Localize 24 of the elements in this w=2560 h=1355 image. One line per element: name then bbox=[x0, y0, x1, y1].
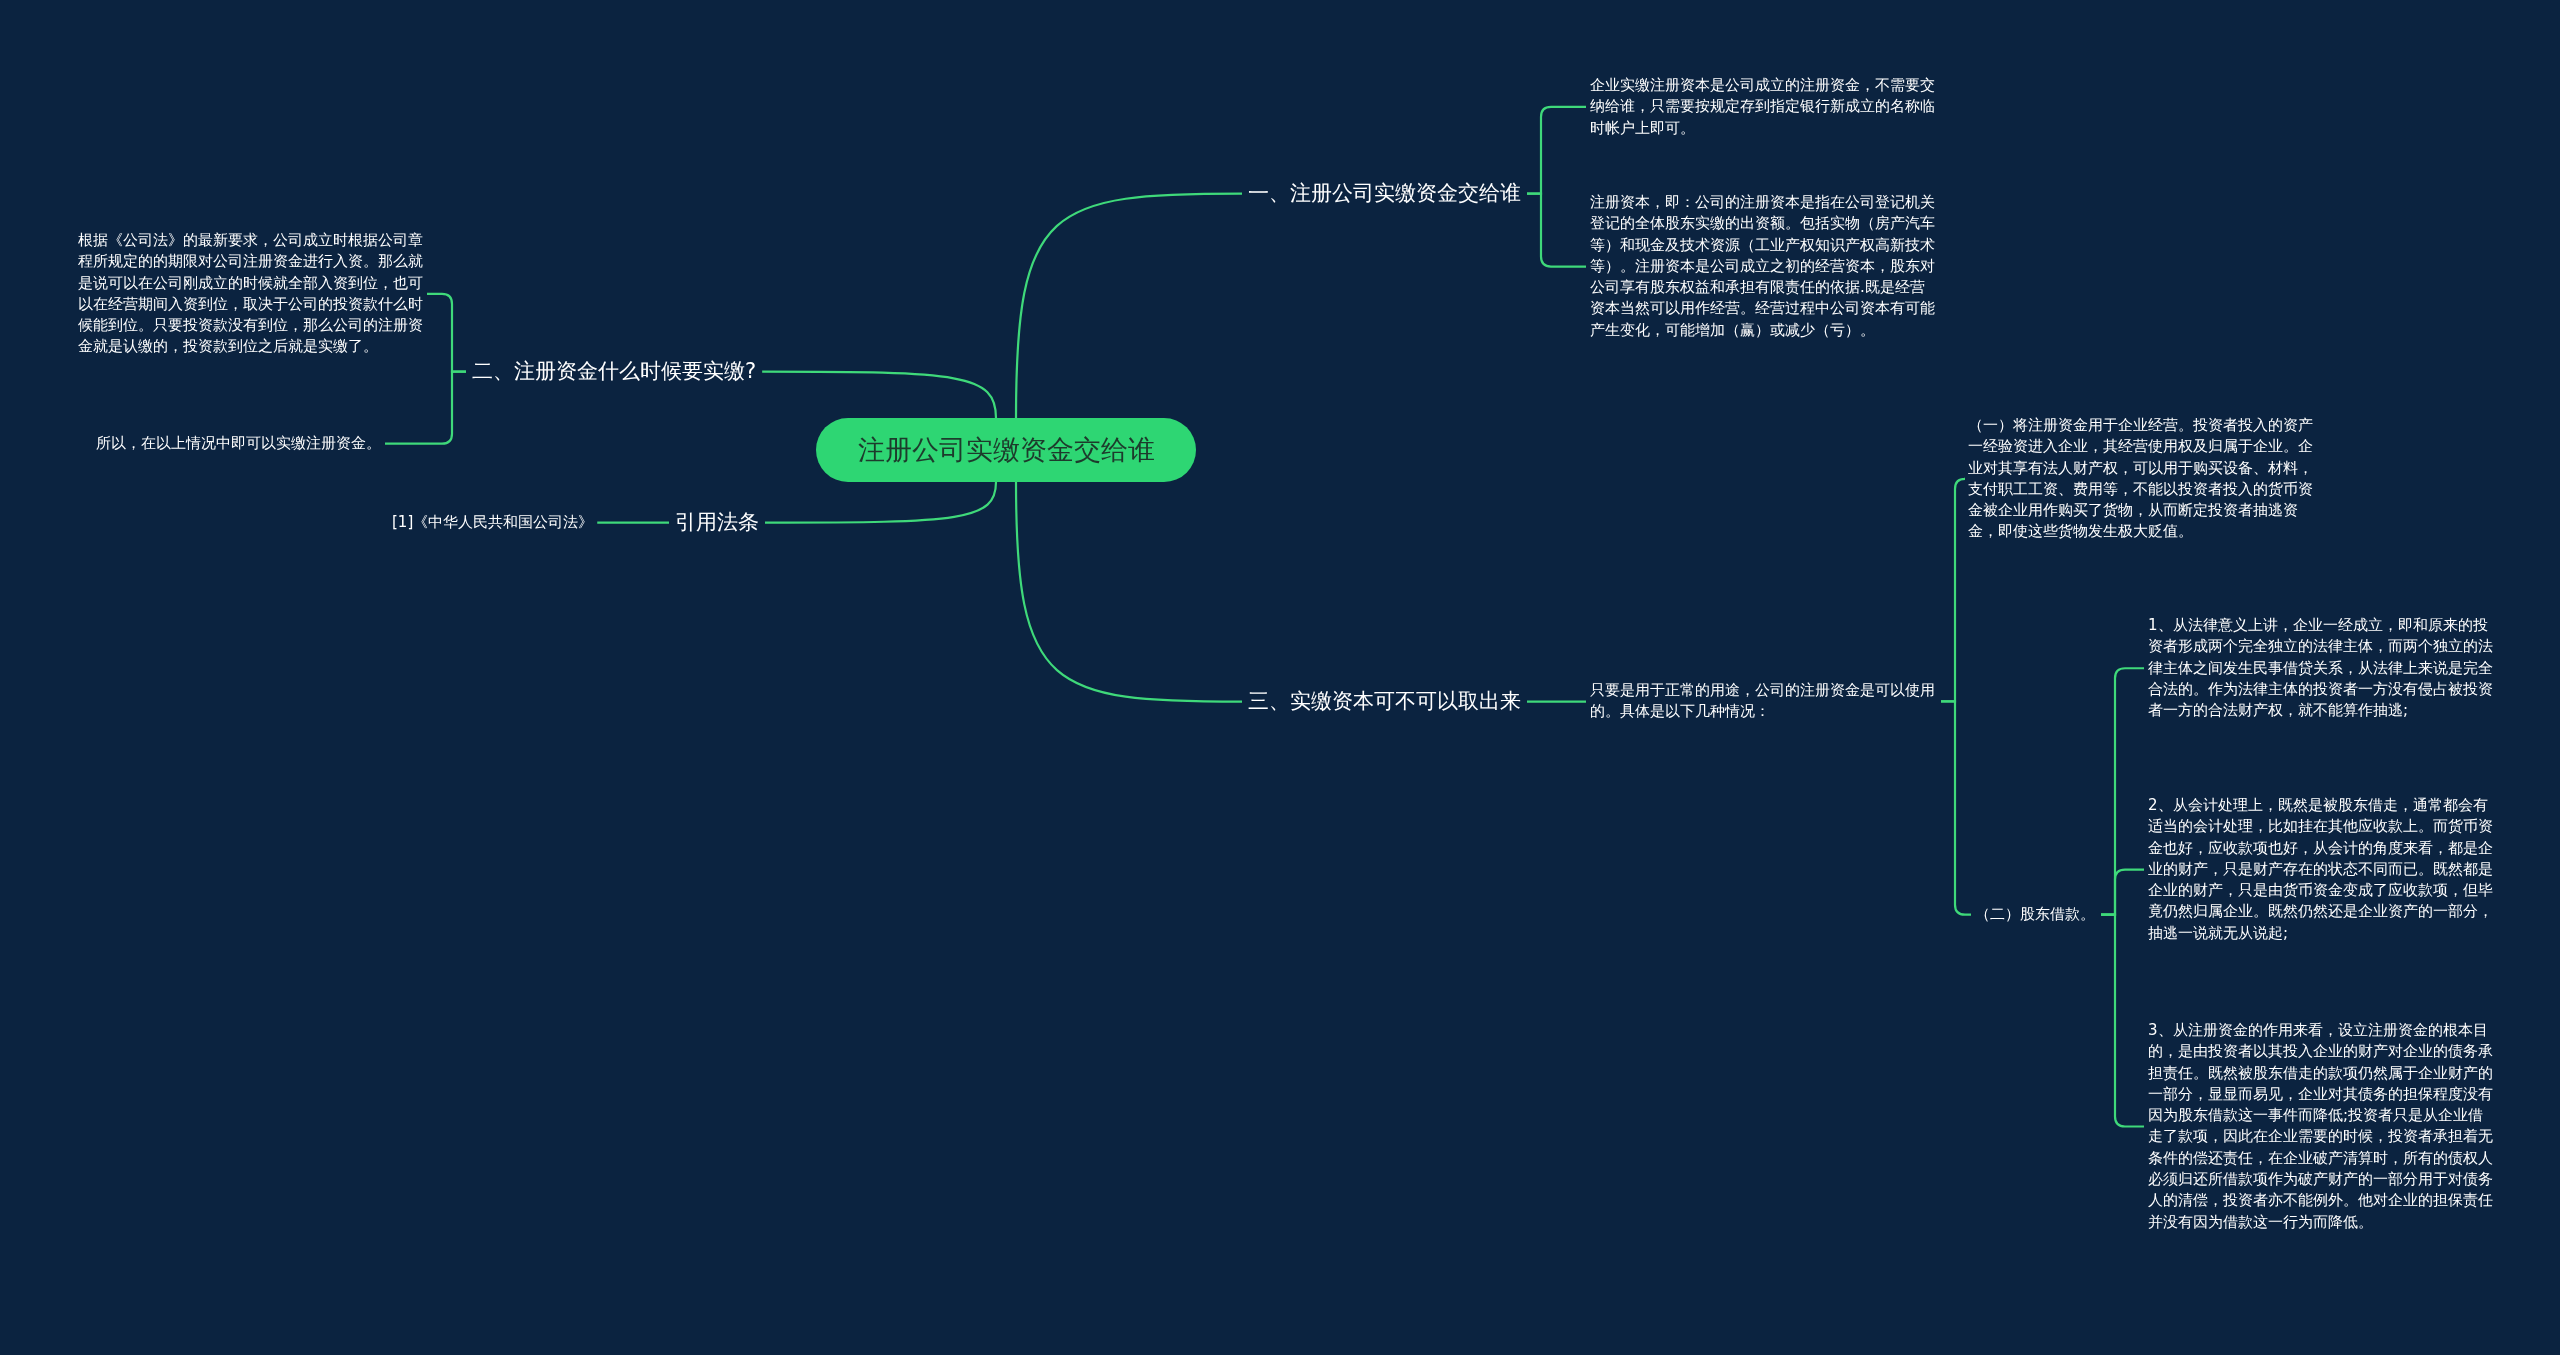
note-text: 只要是用于正常的用途，公司的注册资金是可以使用的。具体是以下几种情况： bbox=[1590, 680, 1935, 723]
note-text: 1、从法律意义上讲，企业一经成立，即和原来的投资者形成两个完全独立的法律主体，而两个独立的法律主体之间发生民事借贷关系，从法律上来说是完全合法的。作为法律主体的投资者一方没有侵占被投资者一方的合法财产权，就不能算作抽逃; bbox=[2148, 615, 2493, 722]
topic-label: 三、实缴资本可不可以取出来 bbox=[1248, 688, 1521, 716]
connector-line bbox=[385, 370, 466, 445]
connector-line bbox=[765, 481, 998, 524]
note-text: （一）将注册资金用于企业经营。投资者投入的资产一经验资进入企业，其经营使用权及归属于企业。企业对其享有法人财产权，可以用于购买设备、材料，支付职工工资、费用等，不能以投资者投入的货币资金被企业用作购买了货物，从而断定投资者抽逃资金，即使这些货物发生极大贬值。 bbox=[1968, 415, 2313, 543]
note-text: 所以，在以上情况中即可以实缴注册资金。 bbox=[96, 433, 381, 455]
connector-line bbox=[1014, 482, 1242, 703]
note-text: [1]《中华人民共和国公司法》 bbox=[392, 512, 594, 534]
note-text: （二）股东借款。 bbox=[1975, 904, 2095, 926]
topic-label: 引用法条 bbox=[675, 509, 759, 537]
connector-line bbox=[1014, 192, 1242, 418]
note-text: 注册资本，即：公司的注册资本是指在公司登记机关登记的全体股东实缴的出资额。包括实物（房产汽车等）和现金及技术资源（工业产权知识产权高新技术等）。注册资本是公司成立之初的经营资本，股东对公司享有股东权益和承担有限责任的依据.既是经营资本当然可以用作经营。经营过程中公司资本有可能产生变化，可能增加（赢）或减少（亏）。 bbox=[1590, 192, 1935, 342]
topic-label: 二、注册资金什么时候要实缴? bbox=[472, 358, 757, 386]
connector-line bbox=[597, 521, 669, 524]
note-text: 2、从会计处理上，既然是被股东借走，通常都会有适当的会计处理，比如挂在其他应收款上。而货币资金也好，应收款项也好，从会计的角度来看，都是企业的财产，只是财产存在的状态不同而已。既然都是企业的财产，只是由货币资金变成了应收款项，但毕竟仍然归属企业。既然仍然还是企业资产的一部分，抽逃一说就无从说起; bbox=[2148, 795, 2493, 945]
connector-line bbox=[1527, 700, 1586, 703]
note-text: 根据《公司法》的最新要求，公司成立时根据公司章程所规定的的期限对公司注册资金进行入资。那么就是说可以在公司刚成立的时候就全部入资到位，也可以在经营期间入资到位，取决于公司的投资款什么时候能到位。只要投资款没有到位，那么公司的注册资金就是认缴的，投资款到位之后就是实缴了。 bbox=[78, 230, 423, 358]
connector-line bbox=[762, 370, 998, 419]
root-topic: 注册公司实缴资金交给谁 bbox=[816, 418, 1196, 482]
note-text: 企业实缴注册资本是公司成立的注册资金，不需要交纳给谁，只需要按规定存到指定银行新成立的名称临时帐户上即可。 bbox=[1590, 75, 1935, 139]
connector-line bbox=[1527, 192, 1586, 268]
topic-label: 一、注册公司实缴资金交给谁 bbox=[1248, 180, 1521, 208]
note-text: 3、从注册资金的作用来看，设立注册资金的根本目的，是由投资者以其投入企业的财产对企业的债务承担责任。既然被股东借走的款项仍然属于企业财产的一部分，显显而易见，企业对其债务的担保程度没有因为股东借款这一事件而降低;投资者只是从企业借走了款项，因此在企业需要的时候，投资者承担着无条件的偿还责任，在企业破产清算时，所有的债权人必须归还所借款项作为破产财产的一部分用于对债务人的清偿，投资者亦不能例外。他对企业的担保责任并没有因为借款这一行为而降低。 bbox=[2148, 1020, 2493, 1233]
